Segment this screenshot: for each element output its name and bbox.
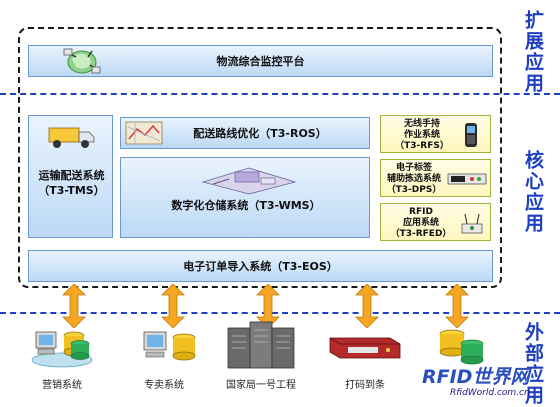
database-cluster-icon [432, 324, 492, 370]
tms-label-line2: （T3-TMS） [38, 184, 105, 197]
rfed-label-line3: （T3-RFED） [390, 229, 452, 239]
handheld-icon [463, 122, 479, 152]
arrow-external-5 [445, 284, 469, 328]
arrow-barcode [355, 284, 379, 328]
platform-label: 物流综合监控平台 [216, 55, 305, 68]
side-label-external: 外部应用 [522, 322, 544, 406]
rfs-label-line2: 作业系统 [403, 130, 440, 140]
tms-box[interactable]: 运输配送系统 （T3-TMS） [28, 115, 113, 238]
rfs-label-line1: 无线手持 [403, 119, 440, 129]
rfs-box[interactable]: 无线手持 作业系统 （T3-RFS） [380, 115, 491, 153]
eos-bar[interactable]: 电子订单导入系统（T3-EOS） [28, 250, 493, 282]
side-label-core: 核心应用 [522, 150, 544, 234]
dps-label-line1: 电子标签 [395, 163, 432, 173]
dps-label-line3: （T3-DPS） [386, 185, 442, 195]
external-label-barcode: 打码到条 [345, 380, 385, 391]
globe-icon [62, 47, 102, 79]
platform-bar[interactable]: 物流综合监控平台 [28, 45, 493, 77]
external-label-national-bureau: 国家局一号工程 [226, 380, 296, 391]
side-label-extension: 扩展应用 [522, 10, 544, 94]
arrow-national-bureau [256, 284, 280, 328]
rfidworld-logo: RFID世界网 RfidWorld.com.cn [420, 362, 556, 404]
national-bureau-server-icon [226, 318, 296, 374]
separator-core-external [0, 312, 560, 314]
wms-label: 数字化仓储系统（T3-WMS） [171, 199, 321, 212]
rfed-label-line2: 应用系统 [402, 218, 439, 228]
rfid-reader-icon [459, 212, 485, 240]
rfed-label-line1: RFID [409, 207, 433, 217]
dps-label-line2: 辅助拣选系统 [386, 174, 441, 184]
external-label-marketing: 营销系统 [42, 380, 82, 391]
truck-icon [47, 124, 97, 153]
tms-label-line1: 运输配送系统 [38, 169, 105, 182]
external-label-monopoly: 专卖系统 [144, 380, 184, 391]
rfs-label-line3: （T3-RFS） [395, 141, 449, 151]
arrow-marketing [62, 284, 86, 328]
separator-extension-core [0, 93, 560, 95]
eos-label: 电子订单导入系统（T3-EOS） [183, 260, 338, 273]
ros-label: 配送路线优化（T3-ROS） [193, 127, 327, 140]
arrow-monopoly [161, 284, 185, 328]
system-frame [18, 27, 502, 288]
electronic-tag-icon [447, 173, 487, 189]
monopoly-system-icon [138, 324, 202, 372]
dps-box[interactable]: 电子标签 辅助拣选系统 （T3-DPS） [380, 159, 491, 197]
watermark-text: RFID世界网 [422, 366, 530, 388]
watermark-url: RfidWorld.com.cn [450, 388, 530, 398]
barcode-printer-icon [328, 330, 402, 366]
map-icon [125, 121, 163, 149]
warehouse-icon [199, 164, 299, 199]
marketing-system-icon [30, 322, 94, 372]
rfed-box[interactable]: RFID 应用系统 （T3-RFED） [380, 203, 491, 241]
wms-box[interactable]: 数字化仓储系统（T3-WMS） [120, 157, 370, 238]
